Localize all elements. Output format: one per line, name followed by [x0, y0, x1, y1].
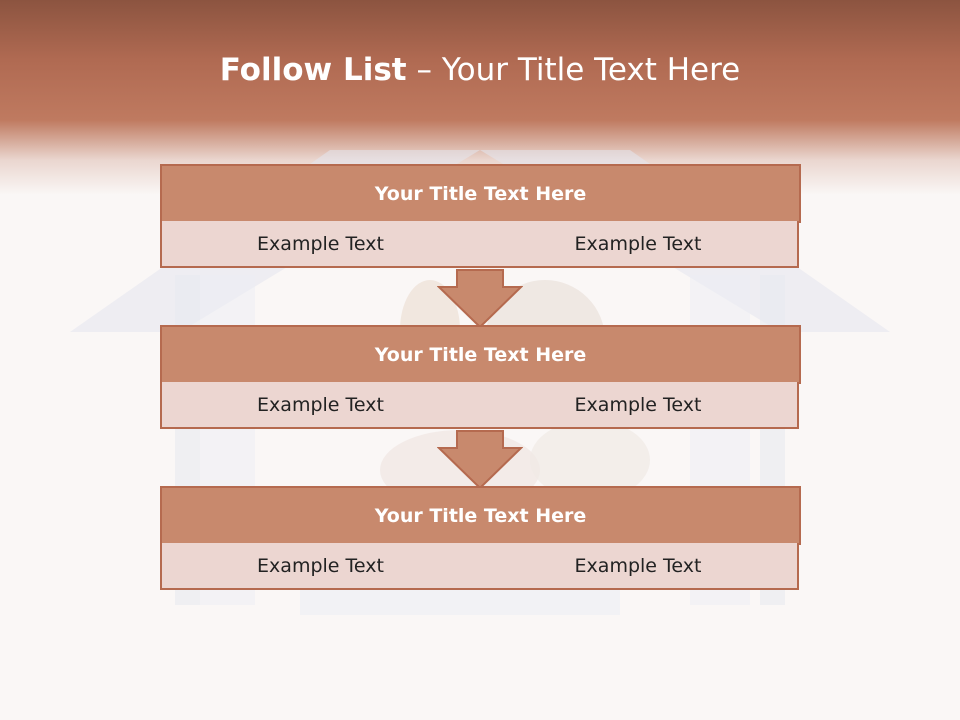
slide-title-rest: – Your Title Text Here — [406, 52, 741, 88]
follow-block-1: Your Title Text Here Example Text Exampl… — [160, 164, 801, 270]
block-title: Your Title Text Here — [160, 325, 801, 384]
block-title: Your Title Text Here — [160, 164, 801, 223]
block-cell-left: Example Text — [160, 382, 481, 429]
follow-block-3: Your Title Text Here Example Text Exampl… — [160, 486, 801, 592]
follow-block-2: Your Title Text Here Example Text Exampl… — [160, 325, 801, 431]
block-cell-left: Example Text — [160, 221, 481, 268]
block-cell-left: Example Text — [160, 543, 481, 590]
header-band — [0, 0, 960, 195]
block-cell-right: Example Text — [479, 221, 799, 268]
slide-title: Follow List – Your Title Text Here — [0, 52, 960, 88]
down-arrow-icon — [437, 269, 523, 329]
block-title: Your Title Text Here — [160, 486, 801, 545]
block-cell-right: Example Text — [479, 543, 799, 590]
down-arrow-icon — [437, 430, 523, 490]
slide-title-bold: Follow List — [219, 52, 407, 88]
block-cell-right: Example Text — [479, 382, 799, 429]
